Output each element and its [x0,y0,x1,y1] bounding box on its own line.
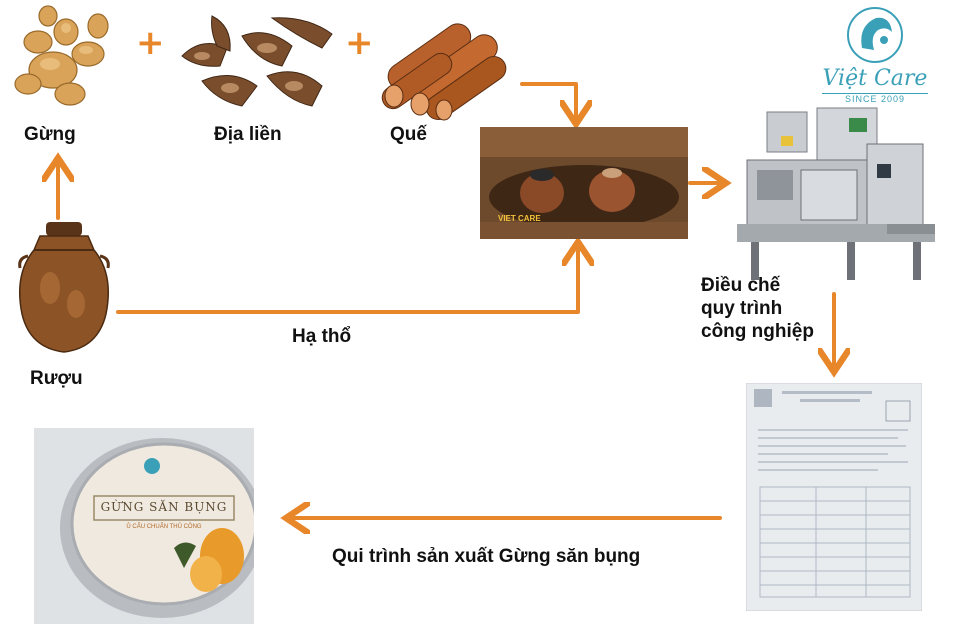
label-bury-step: Hạ thổ [292,326,352,347]
logo-brand-text: Việt Care [822,66,928,91]
process-caption: Qui trình sản xuất Gừng săn bụng [332,546,641,567]
label-wine: Rượu [30,368,83,389]
product-lid-title: GỪNG SĂN BỤNG [100,500,228,514]
label-cinnamon: Quế [390,124,427,145]
dia-lien-image [181,15,333,107]
arrow-cinnamon-to-jars [520,82,576,120]
ginger-image [14,5,109,106]
logo-emblem-icon [847,7,903,63]
product-tin: GỪNG SĂN BỤNG Ủ CẨU CHUẨN THỦ CÔNG [34,428,254,624]
plus-sign-1: + [136,23,165,63]
label-ginger: Gừng [24,124,76,145]
buried-jars-image [480,127,688,239]
plus-sign-2: + [345,23,374,63]
product-tin-image [34,428,254,624]
certificate-image [746,383,922,611]
logo-since-text: SINCE 2009 [822,93,928,104]
label-industrial-step: Điều chế quy trình công nghiệp [701,275,814,342]
viet-care-logo: Việt Care SINCE 2009 [800,4,950,112]
arrow-wine-to-jars [116,246,578,314]
jars-watermark: VIET CARE [498,214,541,223]
machine-image [737,107,935,280]
cinnamon-image [381,23,507,121]
product-lid-subtitle: Ủ CẨU CHUẨN THỦ CÔNG [126,524,202,530]
label-dia-lien: Địa liền [214,124,282,145]
wine-jar-image [18,222,110,353]
